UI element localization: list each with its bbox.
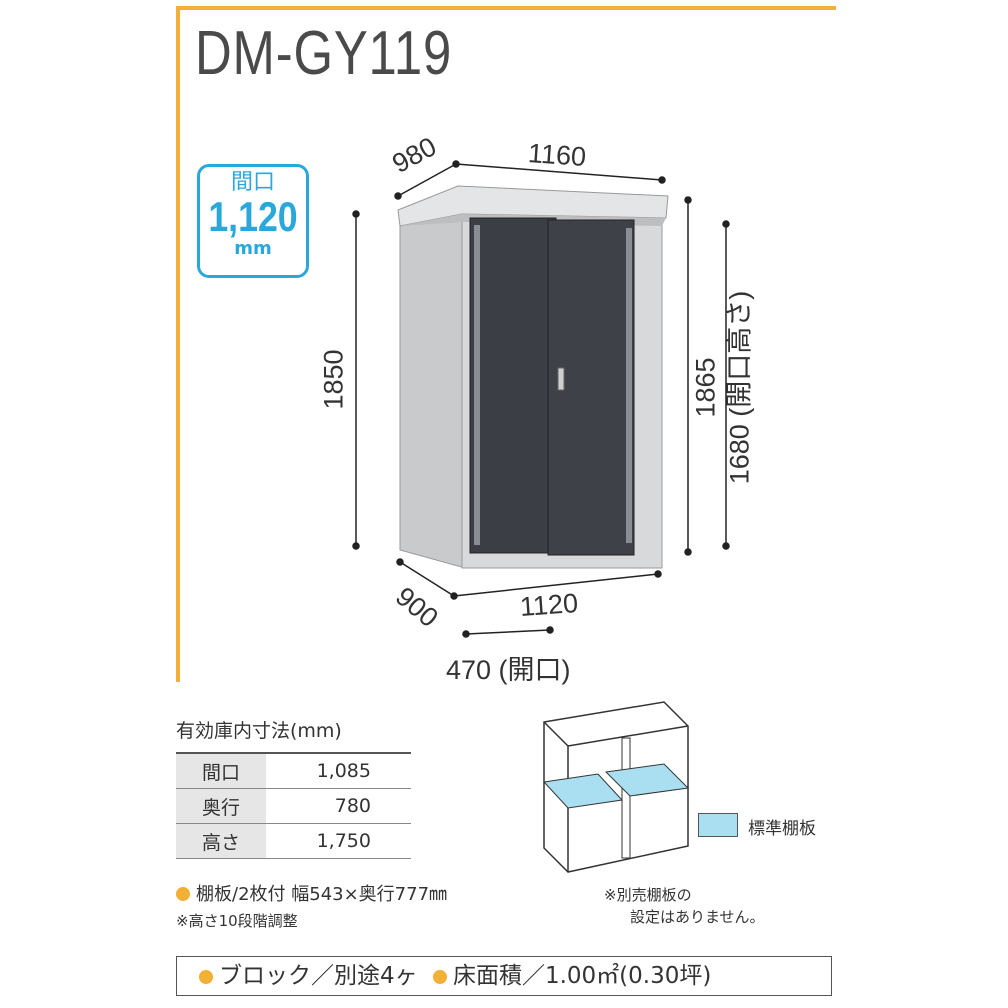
footer-box: ブロック／別途4ヶ 床面積／1.00㎡(0.30坪) [176, 956, 832, 996]
dim-opening-height: 1680 (開口高さ) [724, 290, 755, 485]
table-row: 奥行 780 [176, 788, 411, 824]
spec-table: 間口 1,085 奥行 780 高さ 1,750 [176, 752, 411, 859]
model-title: DM-GY119 [195, 19, 453, 88]
bullet-icon [432, 970, 447, 984]
footer-block: ブロック／別途4ヶ [219, 963, 418, 989]
door-handle [557, 367, 565, 391]
shed-illustration [352, 160, 730, 638]
table-row: 間口 1,085 [176, 752, 411, 789]
spec-value: 780 [266, 788, 411, 824]
shelf-board-left [542, 773, 624, 809]
separate-note-line2: 設定はありません。 [630, 908, 765, 926]
legend-swatch [698, 813, 738, 837]
dim-opening-width: 470 (開口) [446, 655, 571, 685]
dim-roof-width: 1160 [527, 138, 588, 172]
badge-label: 間口 [230, 170, 275, 195]
shelf-note-text: 棚板/2枚付 幅543×奥行777㎜ [196, 884, 448, 905]
adjust-note: ※高さ10段階調整 [176, 912, 298, 930]
spec-label: 奥行 [176, 788, 266, 824]
spec-value: 1,750 [266, 823, 411, 859]
opening-badge: 間口 1,120 mm [197, 164, 309, 278]
shelf-board-right [604, 763, 690, 797]
badge-value: 1,120 [208, 193, 298, 240]
frame-top-line [176, 6, 836, 10]
shelf-diagram [542, 701, 690, 873]
table-row: 高さ 1,750 [176, 823, 411, 859]
spec-label: 間口 [176, 752, 266, 789]
shelf-note: 棚板/2枚付 幅543×奥行777㎜ [176, 880, 447, 906]
door-left [469, 217, 557, 554]
spec-label: 高さ [176, 823, 266, 859]
dim-height: 1850 [318, 349, 349, 410]
bullet-icon [176, 887, 190, 901]
bullet-icon [199, 970, 213, 984]
spec-value: 1,085 [266, 752, 411, 789]
footer-floor: 床面積／1.00㎡(0.30坪) [452, 963, 712, 989]
separate-shelf-note: ※別売棚板の 設定はありません。 [604, 884, 765, 928]
dim-base-width: 1120 [518, 588, 580, 622]
frame-left-line [176, 6, 180, 682]
legend-label: 標準棚板 [748, 819, 816, 839]
separate-note-line1: ※別売棚板の [604, 886, 692, 904]
badge-unit: mm [234, 238, 272, 259]
spec-title: 有効庫内寸法(mm) [176, 720, 342, 742]
